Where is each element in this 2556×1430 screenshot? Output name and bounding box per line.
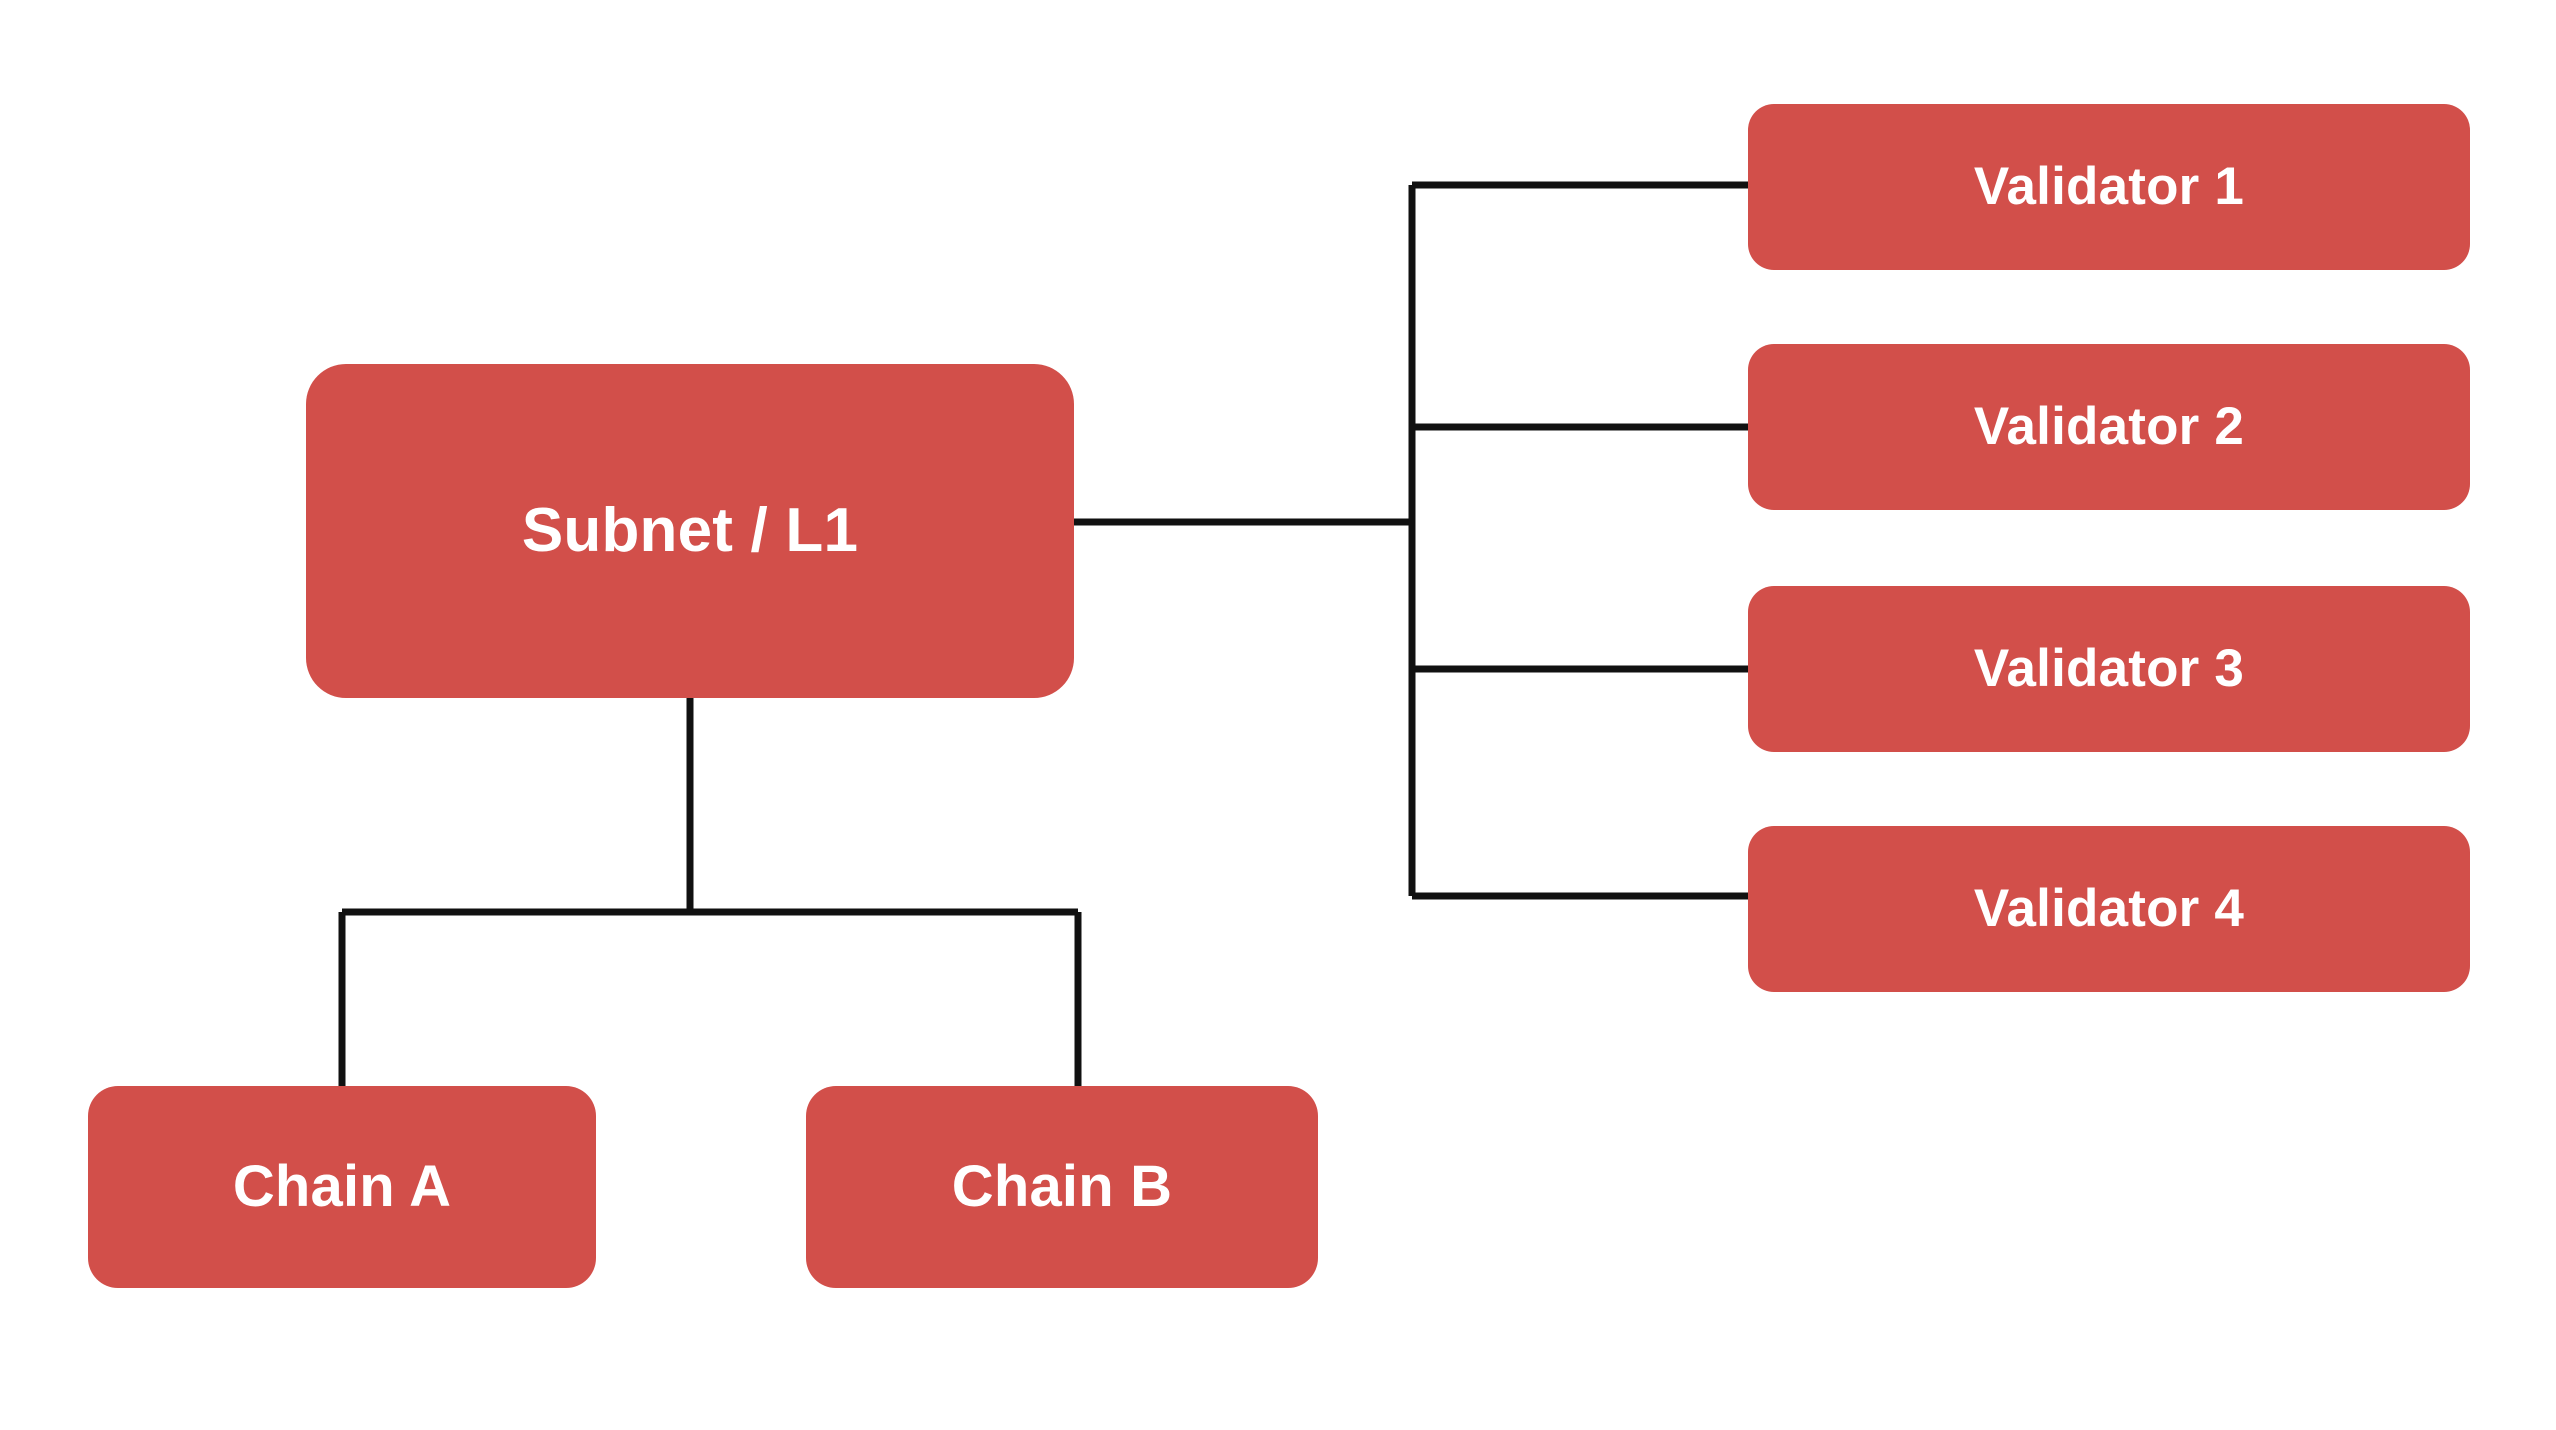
node-validator-1[interactable]: Validator 1: [1748, 104, 2470, 270]
node-chain-a-label: Chain A: [232, 1153, 452, 1219]
node-chain-a[interactable]: Chain A: [88, 1086, 596, 1288]
node-subnet-l1[interactable]: Subnet / L1: [306, 364, 1074, 698]
node-chain-b-label: Chain B: [951, 1153, 1173, 1219]
node-validator-4[interactable]: Validator 4: [1748, 826, 2470, 992]
node-validator-2[interactable]: Validator 2: [1748, 344, 2470, 510]
node-validator-4-label: Validator 4: [1973, 879, 2245, 939]
node-chain-b[interactable]: Chain B: [806, 1086, 1318, 1288]
node-validator-3-label: Validator 3: [1973, 639, 2245, 699]
node-validator-1-label: Validator 1: [1973, 157, 2245, 217]
node-subnet-l1-label: Subnet / L1: [521, 496, 859, 566]
node-validator-3[interactable]: Validator 3: [1748, 586, 2470, 752]
node-validator-2-label: Validator 2: [1973, 397, 2245, 457]
